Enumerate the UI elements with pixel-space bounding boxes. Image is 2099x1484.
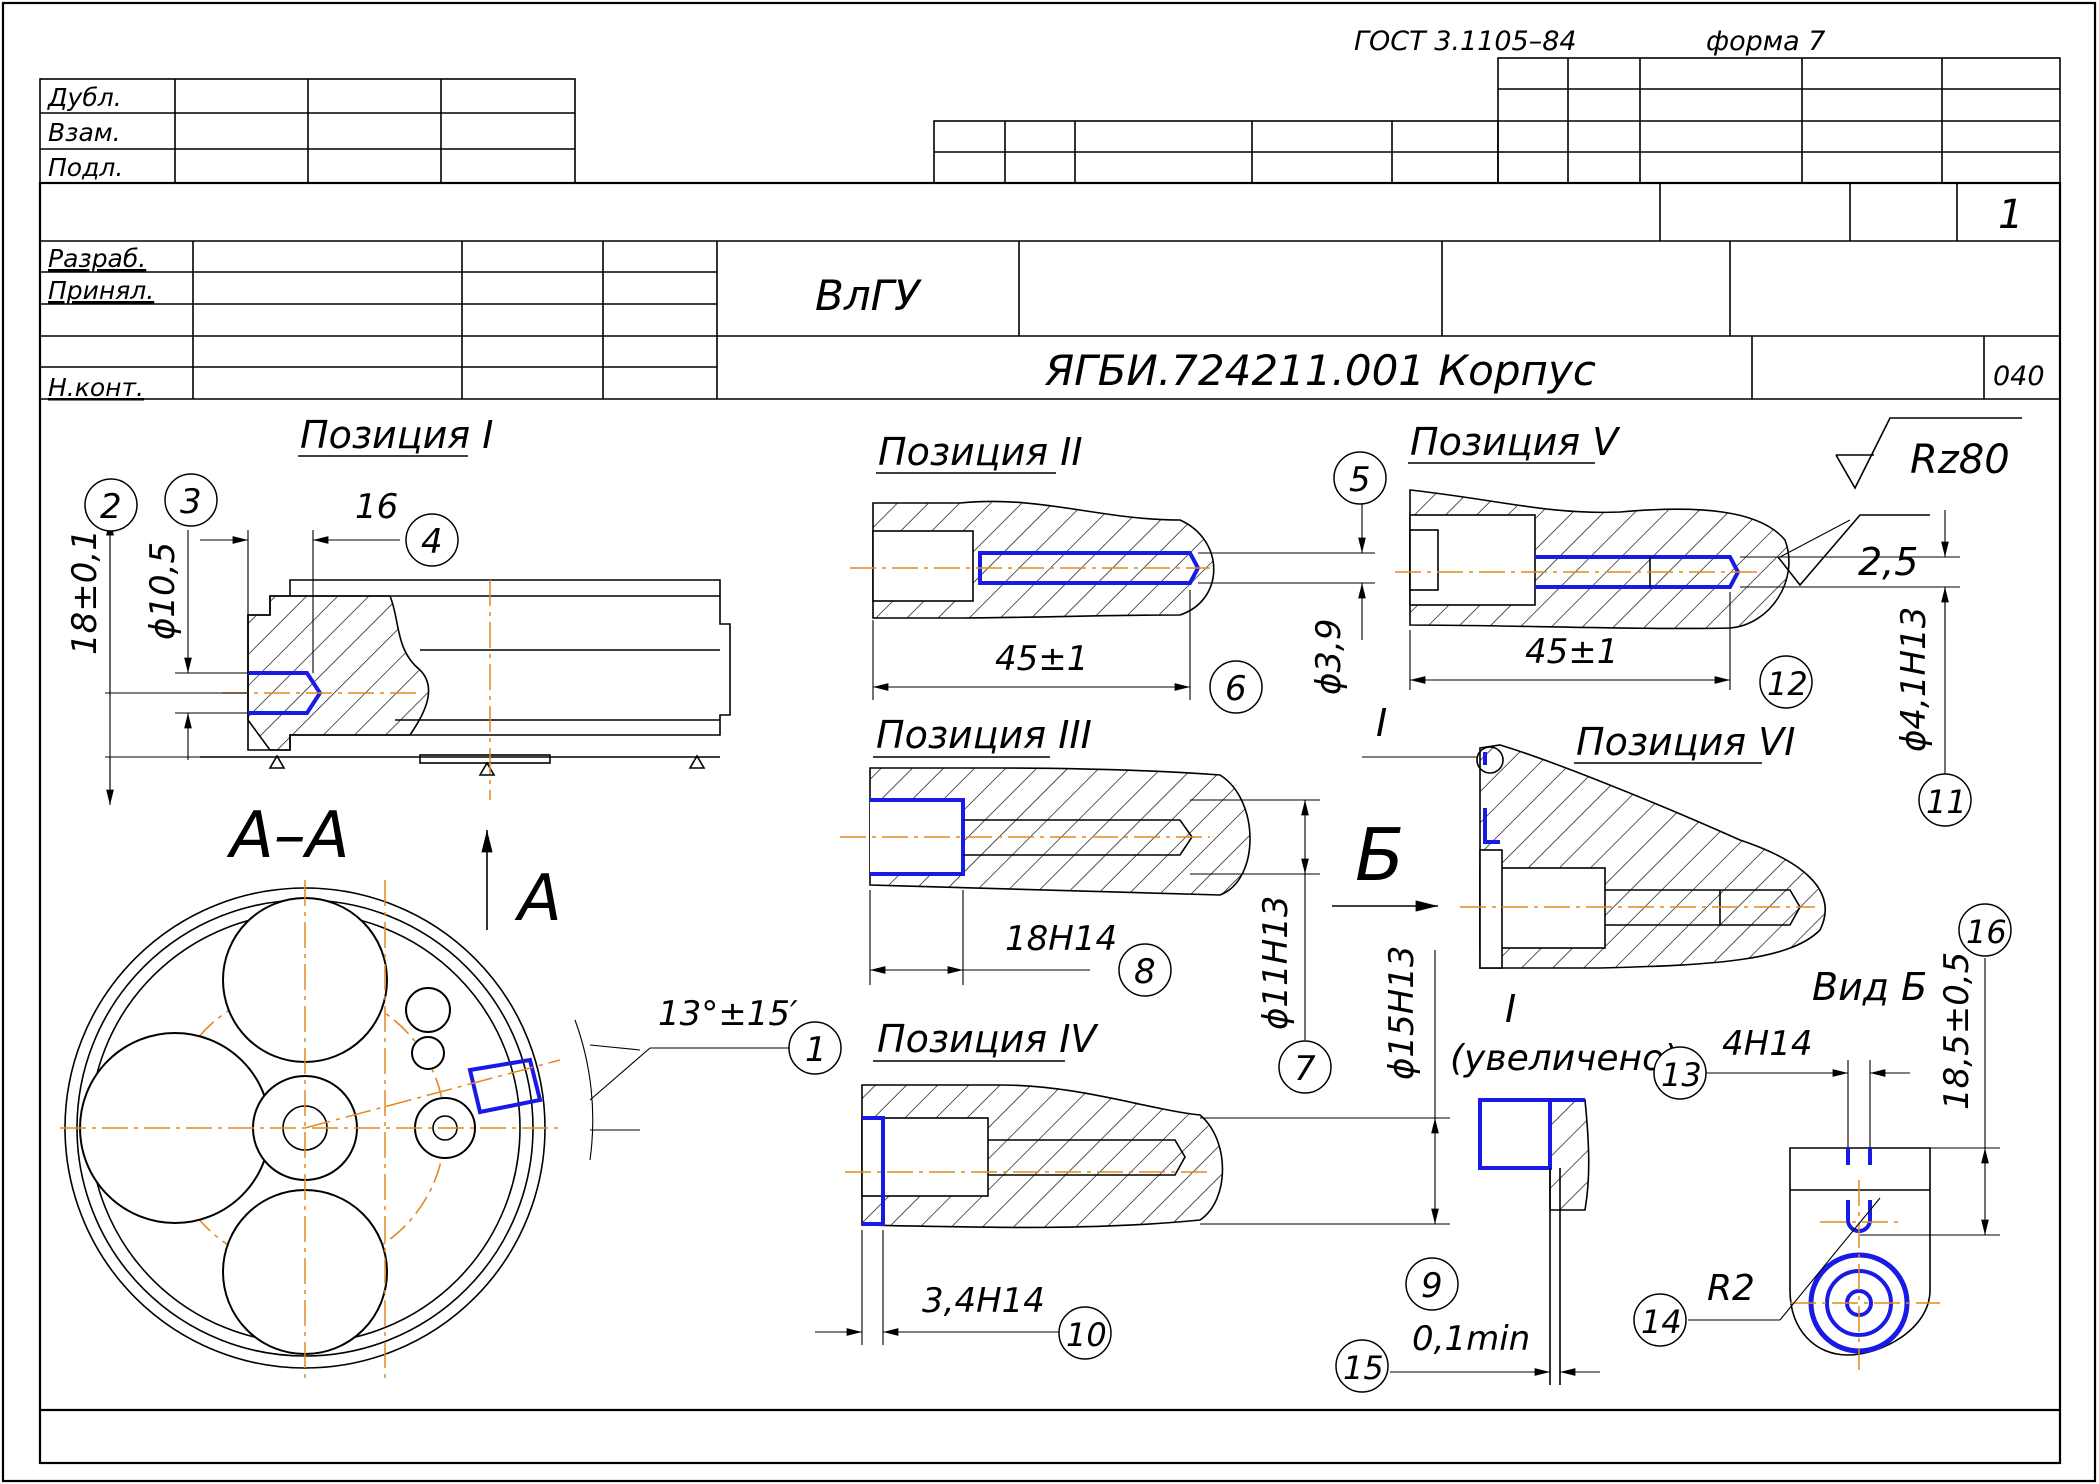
arrow-b-label: Б bbox=[1355, 813, 1404, 897]
dim-45-a: 45±1 bbox=[995, 639, 1088, 679]
svg-text:4: 4 bbox=[421, 522, 443, 562]
bubble-1: 1 bbox=[788, 1021, 842, 1075]
view-b-title: Вид Б bbox=[1812, 965, 1927, 1009]
svg-text:16: 16 bbox=[1966, 913, 2007, 951]
bubble-16: 16 bbox=[1958, 903, 2012, 957]
svg-text:13: 13 bbox=[1661, 1056, 1702, 1094]
dim-4h14: 4H14 bbox=[1722, 1024, 1812, 1064]
dim-2-5: 2,5 bbox=[1858, 540, 1918, 584]
role-developer: Разраб. bbox=[48, 244, 146, 273]
bubble-6: 6 bbox=[1209, 660, 1263, 714]
svg-text:1: 1 bbox=[805, 1030, 827, 1070]
dim-phi-4-1h13: ϕ4,1H13 bbox=[1894, 607, 1934, 752]
position-4-title: Позиция IV bbox=[877, 1017, 1099, 1061]
svg-text:11: 11 bbox=[1926, 783, 1967, 821]
view-arrow-a: А bbox=[481, 830, 562, 936]
svg-text:3: 3 bbox=[180, 482, 202, 522]
dim-phi-11h13: ϕ11H13 bbox=[1256, 895, 1296, 1030]
bubble-15: 15 bbox=[1335, 1339, 1389, 1393]
roughness-label: Rz80 bbox=[1910, 437, 2010, 483]
detail-ref-label: I bbox=[1376, 701, 1387, 745]
svg-text:2: 2 bbox=[100, 487, 122, 527]
dim-phi-15h13: ϕ15H13 bbox=[1382, 945, 1422, 1080]
bubble-14: 14 bbox=[1633, 1293, 1687, 1347]
view-arrow-b: Б bbox=[1332, 813, 1438, 912]
bubble-8: 8 bbox=[1118, 943, 1172, 997]
role-norm-control: Н.конт. bbox=[48, 373, 144, 402]
dim-18-5: 18,5±0,5 bbox=[1937, 952, 1977, 1110]
svg-text:8: 8 bbox=[1134, 952, 1156, 992]
stamp-vzam: Взам. bbox=[48, 118, 121, 147]
dim-0-1-min: 0,1min bbox=[1412, 1319, 1530, 1359]
position-4: Позиция IV ϕ15H13 3,4H14 bbox=[815, 945, 1450, 1345]
dim-phi-10-5: ϕ10,5 bbox=[143, 542, 183, 640]
operation-number: 040 bbox=[1993, 361, 2045, 392]
bubble-9: 9 bbox=[1405, 1257, 1459, 1311]
svg-text:7: 7 bbox=[1294, 1049, 1316, 1089]
bubble-3: 3 bbox=[164, 473, 218, 527]
stamp-podl: Подл. bbox=[48, 153, 123, 182]
position-1: Позиция I 18±0,1 ϕ10,5 16 bbox=[65, 413, 731, 805]
section-a-a: А–А 13°±15′ bbox=[60, 799, 798, 1380]
position-3: Позиция III 18H14 ϕ11H13 bbox=[840, 713, 1320, 1040]
bubble-5: 5 bbox=[1333, 451, 1387, 505]
svg-text:5: 5 bbox=[1349, 460, 1371, 500]
position-2-title: Позиция II bbox=[878, 430, 1083, 474]
sheet-number: 1 bbox=[1998, 192, 2023, 238]
dim-45-b: 45±1 bbox=[1525, 632, 1618, 672]
svg-text:9: 9 bbox=[1421, 1266, 1443, 1306]
detail-scale: (увеличено) bbox=[1450, 1038, 1678, 1079]
position-5: Позиция V 45±1 2,5 ϕ4,1H13 Rz80 bbox=[1395, 417, 2022, 778]
document-title: ЯГБИ.724211.001 Корпус bbox=[1044, 346, 1596, 395]
bubble-11: 11 bbox=[1918, 773, 1972, 827]
position-6-title: Позиция VI bbox=[1576, 720, 1795, 764]
organization: ВлГУ bbox=[815, 271, 922, 320]
role-approver: Принял. bbox=[48, 276, 154, 305]
view-b: Вид Б 4H14 18,5±0,5 R2 bbox=[1683, 952, 2000, 1370]
arrow-a-label: А bbox=[514, 862, 562, 936]
position-3-title: Позиция III bbox=[876, 713, 1092, 757]
bubble-12: 12 bbox=[1759, 655, 1813, 709]
bubble-4: 4 bbox=[405, 513, 459, 567]
position-1-title: Позиция I bbox=[300, 413, 493, 457]
dim-16: 16 bbox=[355, 487, 398, 527]
form-label: форма 7 bbox=[1706, 26, 1825, 57]
bubble-10: 10 bbox=[1058, 1306, 1112, 1360]
dim-r2: R2 bbox=[1707, 1268, 1755, 1309]
position-6: Позиция VI I bbox=[1362, 701, 1826, 969]
svg-text:12: 12 bbox=[1767, 665, 1808, 703]
bubble-7: 7 bbox=[1278, 1040, 1332, 1094]
dim-18h14: 18H14 bbox=[1005, 919, 1117, 959]
position-2: Позиция II 45±1 ϕ3,9 bbox=[850, 430, 1375, 700]
bubble-2: 2 bbox=[84, 478, 138, 532]
bubble-13: 13 bbox=[1653, 1046, 1707, 1100]
title-block: ГОСТ 3.1105–84 форма 7 Дубл. Взам. Подл.… bbox=[39, 26, 2061, 402]
dim-3-4h14: 3,4H14 bbox=[922, 1281, 1045, 1321]
detail-title: I bbox=[1505, 987, 1516, 1031]
dim-phi-3-9: ϕ3,9 bbox=[1309, 619, 1349, 696]
detail-1: I (увеличено) 0,1min bbox=[1390, 987, 1678, 1385]
svg-text:14: 14 bbox=[1641, 1303, 1682, 1341]
position-5-title: Позиция V bbox=[1410, 420, 1621, 464]
section-label: А–А bbox=[226, 799, 350, 873]
svg-text:15: 15 bbox=[1343, 1349, 1384, 1387]
svg-text:10: 10 bbox=[1066, 1316, 1107, 1354]
svg-text:6: 6 bbox=[1225, 669, 1247, 709]
stamp-dubl: Дубл. bbox=[47, 83, 122, 112]
callout-bubbles: 1 2 3 4 5 6 7 8 9 10 11 12 13 14 15 16 bbox=[84, 451, 2012, 1393]
dim-18: 18±0,1 bbox=[65, 529, 105, 655]
gost-label: ГОСТ 3.1105–84 bbox=[1354, 26, 1577, 57]
dim-angle: 13°±15′ bbox=[658, 994, 798, 1034]
